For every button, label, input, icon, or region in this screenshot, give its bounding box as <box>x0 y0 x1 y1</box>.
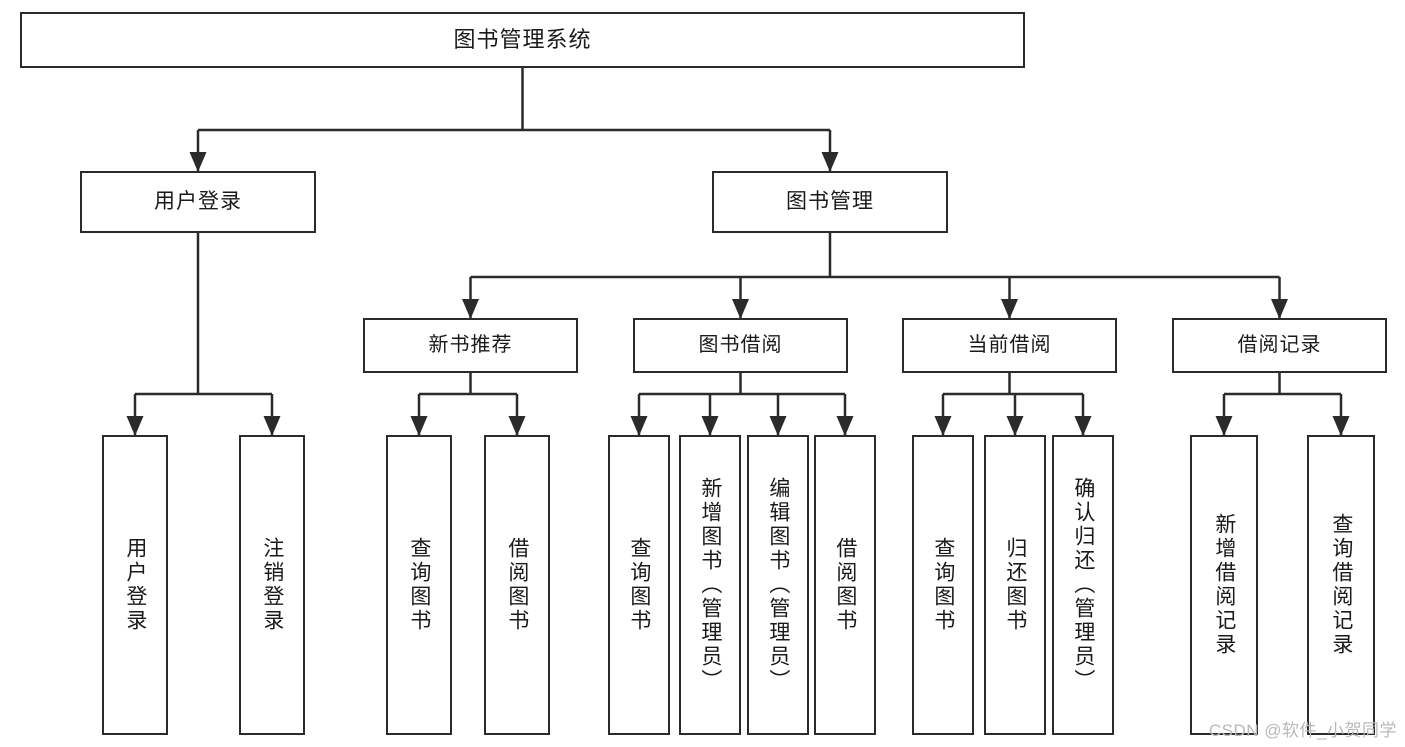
watermark-text: CSDN @软件_小贺同学 <box>1208 721 1397 740</box>
connector-arrowhead <box>1001 299 1018 319</box>
node-leaf-cb-query: 查询图书 <box>912 435 974 735</box>
connector-arrowhead <box>1271 299 1288 319</box>
node-leaf-user-login: 用户登录 <box>102 435 168 735</box>
connector-arrowhead <box>836 416 854 436</box>
connector-arrowhead <box>732 299 749 319</box>
node-label: 注销登录 <box>260 537 284 633</box>
node-label: 借阅图书 <box>833 537 857 633</box>
connector-arrowhead <box>769 416 787 436</box>
node-leaf-bb-query: 查询图书 <box>608 435 670 735</box>
connector-arrowhead <box>410 416 428 436</box>
node-label: 用户登录 <box>154 189 242 213</box>
connector-arrowhead <box>701 416 719 436</box>
connector-arrowhead <box>508 416 526 436</box>
node-book-mgmt: 图书管理 <box>712 171 948 233</box>
connector-arrowhead <box>263 416 281 436</box>
node-label: 当前借阅 <box>967 333 1052 356</box>
node-leaf-cb-return: 归还图书 <box>984 435 1046 735</box>
connector-arrowhead <box>1332 416 1350 436</box>
node-leaf-bb-borrow: 借阅图书 <box>814 435 876 735</box>
node-leaf-bb-edit: 编辑图书（管理员） <box>747 435 809 735</box>
node-label: 新增借阅记录 <box>1212 513 1236 657</box>
connector-arrowhead <box>821 152 839 172</box>
node-leaf-br-query: 查询借阅记录 <box>1307 435 1375 735</box>
node-label: 用户登录 <box>123 537 147 633</box>
node-label: 查询借阅记录 <box>1329 513 1353 657</box>
node-label: 图书管理 <box>786 189 874 213</box>
node-label: 查询图书 <box>931 537 955 633</box>
node-label: 借阅图书 <box>505 537 529 633</box>
connector-arrowhead <box>934 416 952 436</box>
connector-arrowhead <box>630 416 648 436</box>
node-root: 图书管理系统 <box>20 12 1025 68</box>
connector-arrowhead <box>462 299 479 319</box>
node-label: 编辑图书（管理员） <box>766 477 790 693</box>
node-leaf-br-add: 新增借阅记录 <box>1190 435 1258 735</box>
node-label: 查询图书 <box>627 537 651 633</box>
node-label: 新增图书（管理员） <box>698 477 722 693</box>
connector-arrowhead <box>189 152 207 172</box>
node-leaf-rec-borrow: 借阅图书 <box>484 435 550 735</box>
node-label: 归还图书 <box>1003 537 1027 633</box>
node-user-login: 用户登录 <box>80 171 316 233</box>
node-label: 图书管理系统 <box>453 27 592 53</box>
node-label: 确认归还（管理员） <box>1071 477 1095 693</box>
node-book-borrow: 图书借阅 <box>633 318 848 373</box>
connector-arrowhead <box>1006 416 1024 436</box>
node-new-book-rec: 新书推荐 <box>363 318 578 373</box>
node-borrow-record: 借阅记录 <box>1172 318 1387 373</box>
node-leaf-rec-query: 查询图书 <box>386 435 452 735</box>
node-label: 查询图书 <box>407 537 431 633</box>
connector-arrowhead <box>1215 416 1233 436</box>
node-current-borrow: 当前借阅 <box>902 318 1117 373</box>
node-leaf-user-logout: 注销登录 <box>239 435 305 735</box>
node-label: 借阅记录 <box>1237 333 1322 356</box>
node-label: 新书推荐 <box>428 333 513 356</box>
node-label: 图书借阅 <box>698 333 783 356</box>
connector-arrowhead <box>126 416 144 436</box>
node-leaf-bb-add: 新增图书（管理员） <box>679 435 741 735</box>
connector-arrowhead <box>1074 416 1092 436</box>
node-leaf-cb-confirm: 确认归还（管理员） <box>1052 435 1114 735</box>
